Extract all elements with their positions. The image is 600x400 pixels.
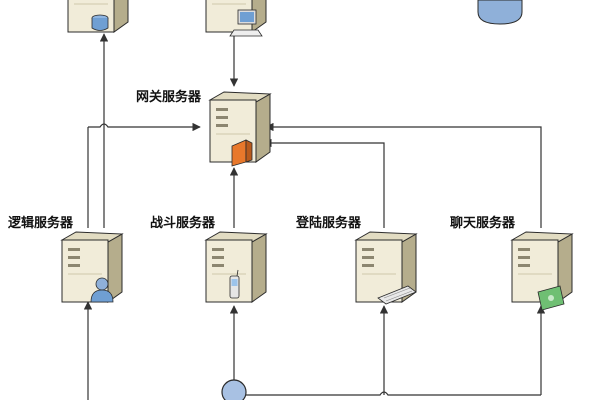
login-server (355, 231, 417, 305)
link-chat-to-gateway (265, 122, 542, 228)
link-bottom-to-login (246, 391, 541, 396)
firewall-icon (231, 139, 253, 167)
logic-server (61, 231, 123, 303)
chat-label: 聊天服务器 (450, 216, 516, 231)
link-logic-to-gateway-horizontal (88, 122, 201, 132)
battle-server (205, 231, 267, 303)
top-middle-server (205, 0, 267, 37)
link-login-to-gateway (263, 138, 385, 228)
battle-label: 战斗服务器 (150, 216, 216, 231)
logic-label: 逻辑服务器 (8, 216, 74, 231)
gateway-server (209, 91, 271, 167)
money-icon (537, 285, 565, 311)
mobile-phone-icon (229, 269, 240, 299)
user-head-icon (477, 0, 523, 25)
computer-icon (229, 9, 263, 37)
gateway-label: 网关服务器 (136, 90, 202, 105)
top-left-server (67, 0, 129, 33)
login-label: 登陆服务器 (296, 216, 362, 231)
chat-server (511, 231, 573, 311)
database-icon (91, 14, 109, 31)
keyboard-icon (377, 285, 417, 305)
user-icon (90, 277, 114, 303)
client-node-icon (221, 379, 247, 400)
